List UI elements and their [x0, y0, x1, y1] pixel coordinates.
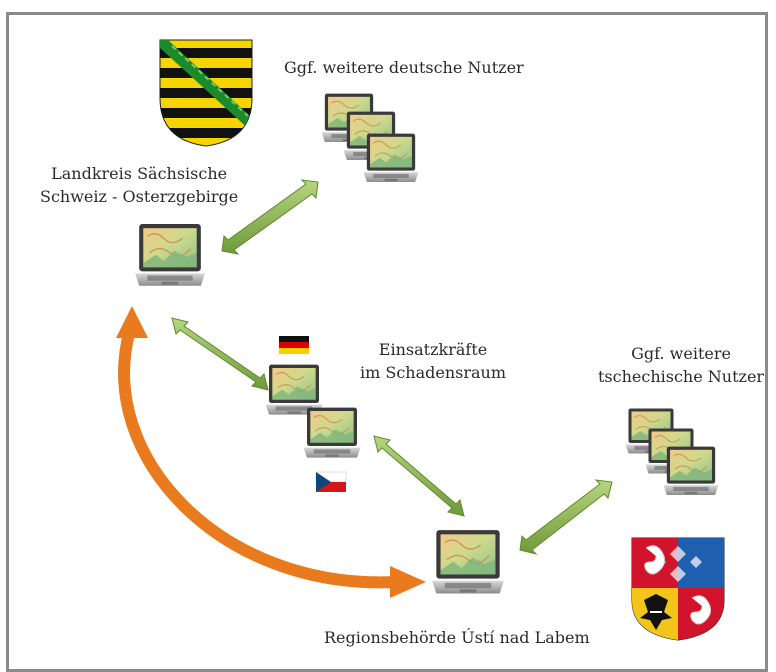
laptop-einsatz-2	[303, 407, 361, 459]
label-landkreis-line2: Schweiz - Osterzgebirge	[40, 187, 239, 206]
laptop-german-user-3	[363, 133, 419, 183]
arrow-landkreis-einsatz	[171, 317, 269, 391]
arrow-top-users-landkreis	[221, 179, 319, 255]
czech-coat-of-arms-icon	[631, 537, 725, 641]
saxony-coat-of-arms-icon	[159, 39, 253, 147]
label-einsatz-line1: Einsatzkräfte	[378, 340, 488, 359]
label-czech-users-line2: tschechische Nutzer	[598, 367, 765, 386]
czech-flag-icon	[315, 471, 347, 492]
arrow-einsatz-region	[373, 435, 465, 517]
laptop-landkreis	[134, 223, 206, 287]
label-czech-users-line1: Ggf. weitere	[631, 344, 731, 363]
laptop-einsatz-1	[265, 364, 323, 416]
laptop-region	[431, 529, 505, 595]
label-einsatz-line2: im Schadensraum	[360, 363, 507, 382]
laptop-czech-user-3	[663, 446, 719, 496]
label-top-users: Ggf. weitere deutsche Nutzer	[284, 58, 524, 77]
arrow-region-czech-users	[519, 479, 613, 555]
label-czech-users: Ggf. weitere tschechische Nutzer	[598, 342, 764, 388]
label-region: Regionsbehörde Ústí nad Labem	[324, 628, 590, 647]
arrow-landkreis-region-orange	[116, 306, 426, 598]
label-landkreis: Landkreis Sächsische Schweiz - Osterzgeb…	[40, 162, 238, 208]
label-einsatz: Einsatzkräfte im Schadensraum	[360, 338, 506, 384]
german-flag-icon	[279, 336, 309, 354]
label-landkreis-line1: Landkreis Sächsische	[51, 164, 228, 183]
